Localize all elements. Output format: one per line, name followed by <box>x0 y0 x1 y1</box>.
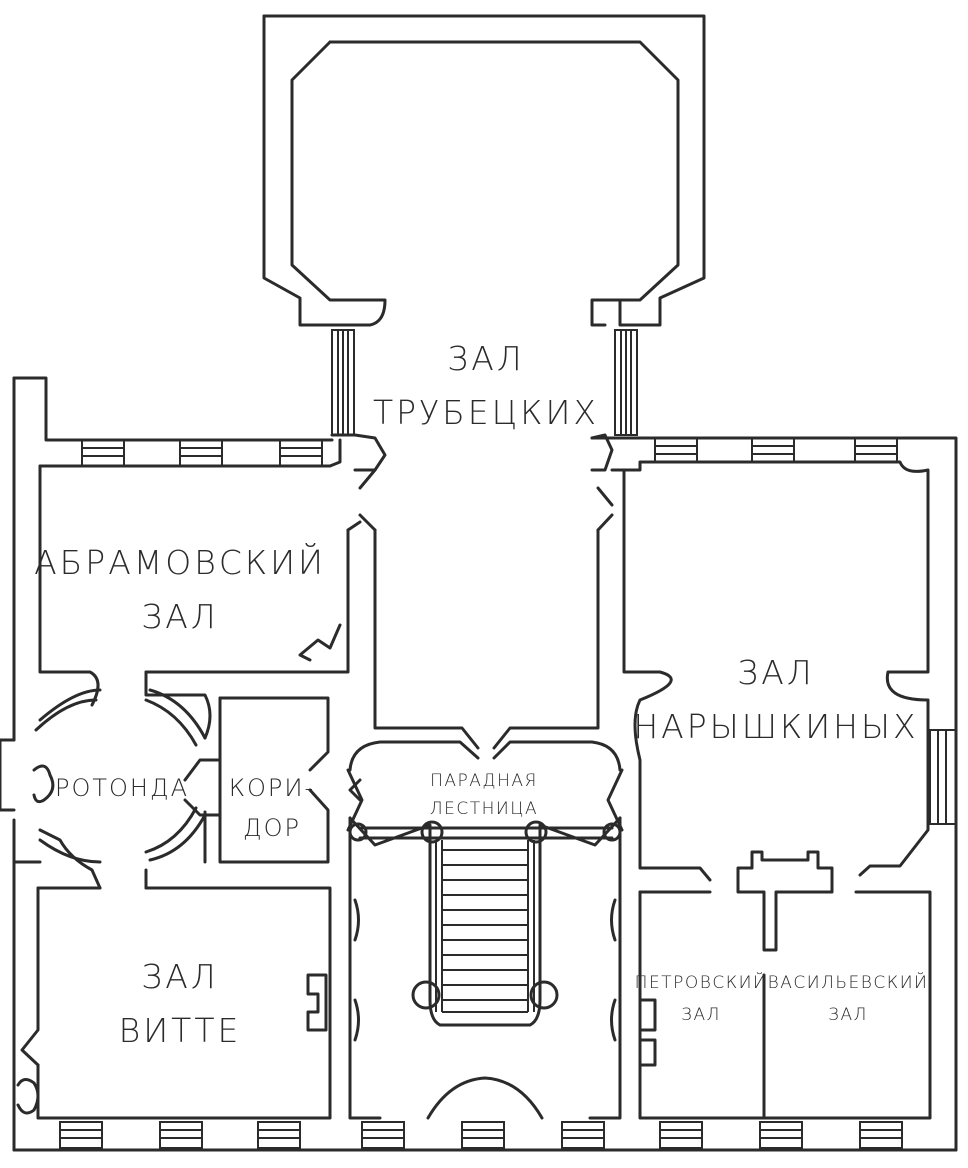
vitte-hall-walls <box>12 868 958 1152</box>
room-labels: ЗАЛ ТРУБЕЦКИХ АБРАМОВСКИЙ ЗАЛ ЗАЛ НАРЫШК… <box>34 339 929 1050</box>
south-east-bottom-windows <box>659 1121 903 1149</box>
staircase-steps <box>435 840 535 1013</box>
south-east-halls-walls <box>638 850 932 1120</box>
label-naryshkinyh-2: НАРЫШКИНЫХ <box>633 707 918 746</box>
staircase-walls <box>346 740 624 1120</box>
label-trubetskih-2: ТРУБЕЦКИХ <box>373 393 599 432</box>
central-corridor-walls <box>358 486 614 750</box>
trubetskih-hall-walls <box>262 14 706 327</box>
label-naryshkinyh-1: ЗАЛ <box>737 653 814 692</box>
label-trubetskih-1: ЗАЛ <box>447 339 524 378</box>
east-side-window <box>929 729 957 825</box>
label-vasilevsky-1: ВАСИЛЬЕВСКИЙ <box>768 971 929 993</box>
east-top-windows <box>654 437 898 463</box>
koridor-walls <box>203 696 330 864</box>
label-koridor-2: ДОР <box>243 814 301 842</box>
rotonda-walls <box>0 688 222 1152</box>
label-koridor-1: КОРИ- <box>229 774 315 802</box>
west-top-windows <box>81 439 323 467</box>
label-paradnaya-1: ПАРАДНАЯ <box>430 771 538 791</box>
label-petrovsky-1: ПЕТРОВСКИЙ <box>635 971 768 993</box>
label-vitte-1: ЗАЛ <box>141 957 218 996</box>
east-wing-walls <box>590 433 958 1152</box>
label-rotonda: РОТОНДА <box>55 774 189 802</box>
label-abramovsky-2: ЗАЛ <box>141 597 218 636</box>
vitte-bottom-windows <box>59 1121 301 1149</box>
label-petrovsky-2: ЗАЛ <box>681 1005 721 1025</box>
label-paradnaya-2: ЛЕСТНИЦА <box>430 799 538 819</box>
label-abramovsky-1: АБРАМОВСКИЙ <box>34 542 326 582</box>
staircase-bottom-windows <box>361 1121 605 1149</box>
label-vitte-2: ВИТТЕ <box>119 1011 242 1050</box>
label-vasilevsky-2: ЗАЛ <box>828 1005 868 1025</box>
